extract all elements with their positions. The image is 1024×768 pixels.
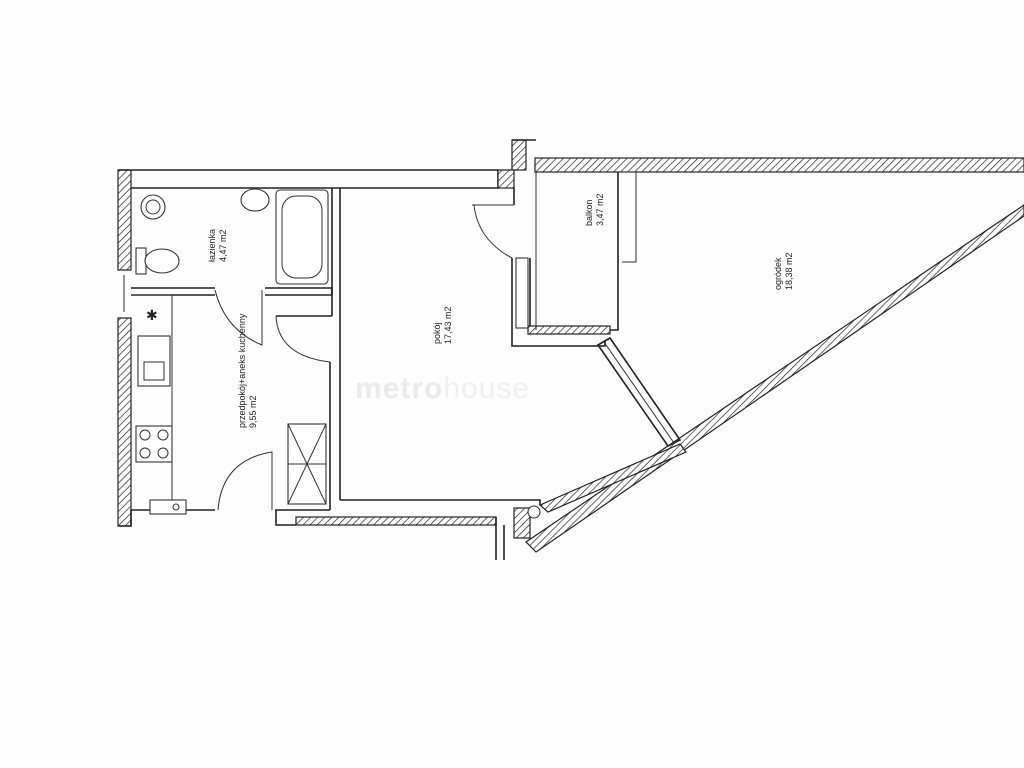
balcony-door <box>472 204 514 259</box>
fridge-symbol: ✱ <box>146 308 158 324</box>
bathtub <box>275 189 329 285</box>
bottom-right-column <box>513 507 531 539</box>
balcony-top-post <box>511 139 527 171</box>
cooktop <box>135 425 173 463</box>
top-wall <box>118 169 499 189</box>
washing-machine <box>140 194 166 220</box>
room-diagonal-wall <box>538 443 687 513</box>
kitchen-appliance <box>149 499 187 515</box>
room-label-bathroom: łazienka 4,47 m2 <box>207 228 228 262</box>
watermark: metrohouse <box>355 372 531 405</box>
bathroom-door <box>214 289 263 346</box>
room-label-balcony: balkon 3,47 m2 <box>584 193 605 226</box>
kitchen-sink <box>137 335 171 387</box>
room-label-living-room: pokój 17,43 m2 <box>432 306 453 344</box>
left-exterior-wall-lower <box>117 317 132 527</box>
room-label-hallway-kitchen: przedpokój+aneks kuchenny 9,55 m2 <box>237 313 258 428</box>
left-exterior-wall-upper <box>117 169 132 271</box>
entry-door <box>217 451 273 511</box>
garden-top-border <box>534 157 1024 173</box>
room-label-garden: ogródek 18,38 m2 <box>773 252 794 290</box>
room-door <box>275 315 331 363</box>
toilet-bowl <box>144 248 180 274</box>
balcony-lower-rail <box>527 325 611 335</box>
sink <box>240 188 270 212</box>
bottom-wall <box>295 516 497 526</box>
top-wall-corner <box>497 169 515 189</box>
